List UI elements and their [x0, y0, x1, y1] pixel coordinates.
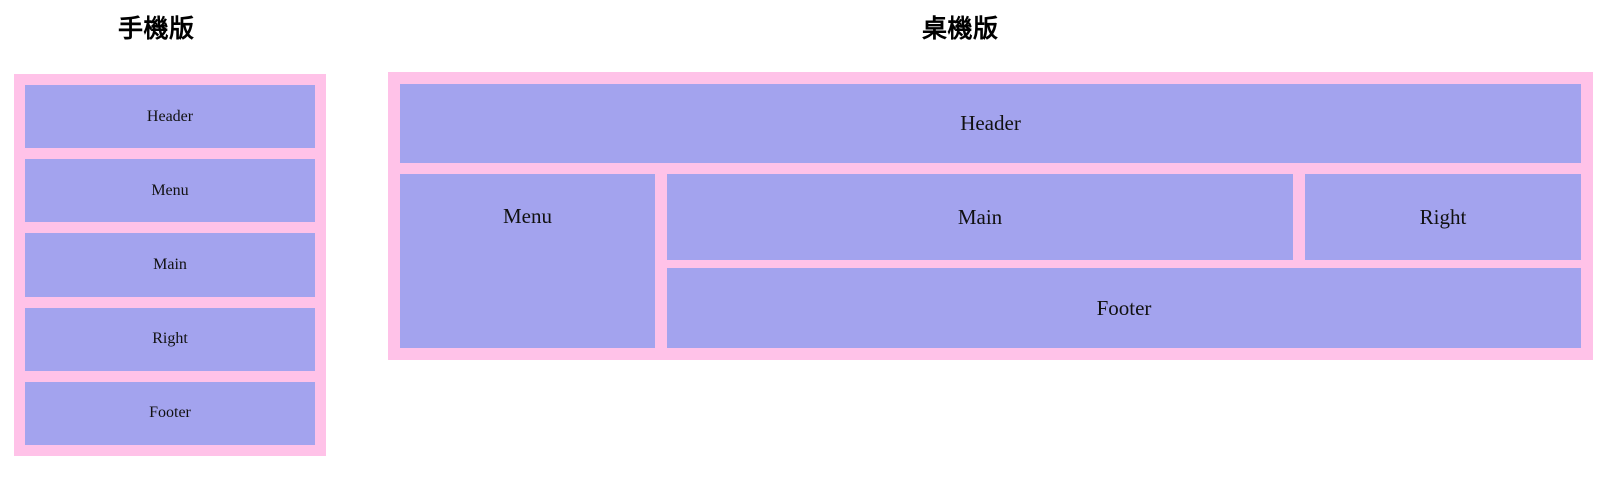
desktop-block-right: Right — [1305, 174, 1581, 260]
desktop-block-header: Header — [400, 84, 1581, 163]
desktop-layout-title: 桌機版 — [922, 14, 999, 43]
desktop-block-menu: Menu — [400, 174, 655, 348]
desktop-block-footer: Footer — [667, 268, 1581, 348]
mobile-block-main: Main — [25, 233, 315, 297]
desktop-layout-frame: Header Menu Main Right Footer — [388, 72, 1593, 360]
mobile-block-footer: Footer — [25, 381, 315, 446]
mobile-block-right: Right — [25, 307, 315, 371]
mobile-layout-frame: Header Menu Main Right Footer — [14, 74, 326, 456]
desktop-block-main: Main — [667, 174, 1293, 260]
mobile-block-header: Header — [25, 85, 315, 149]
mobile-layout-title: 手機版 — [118, 14, 195, 43]
mobile-block-menu: Menu — [25, 159, 315, 223]
